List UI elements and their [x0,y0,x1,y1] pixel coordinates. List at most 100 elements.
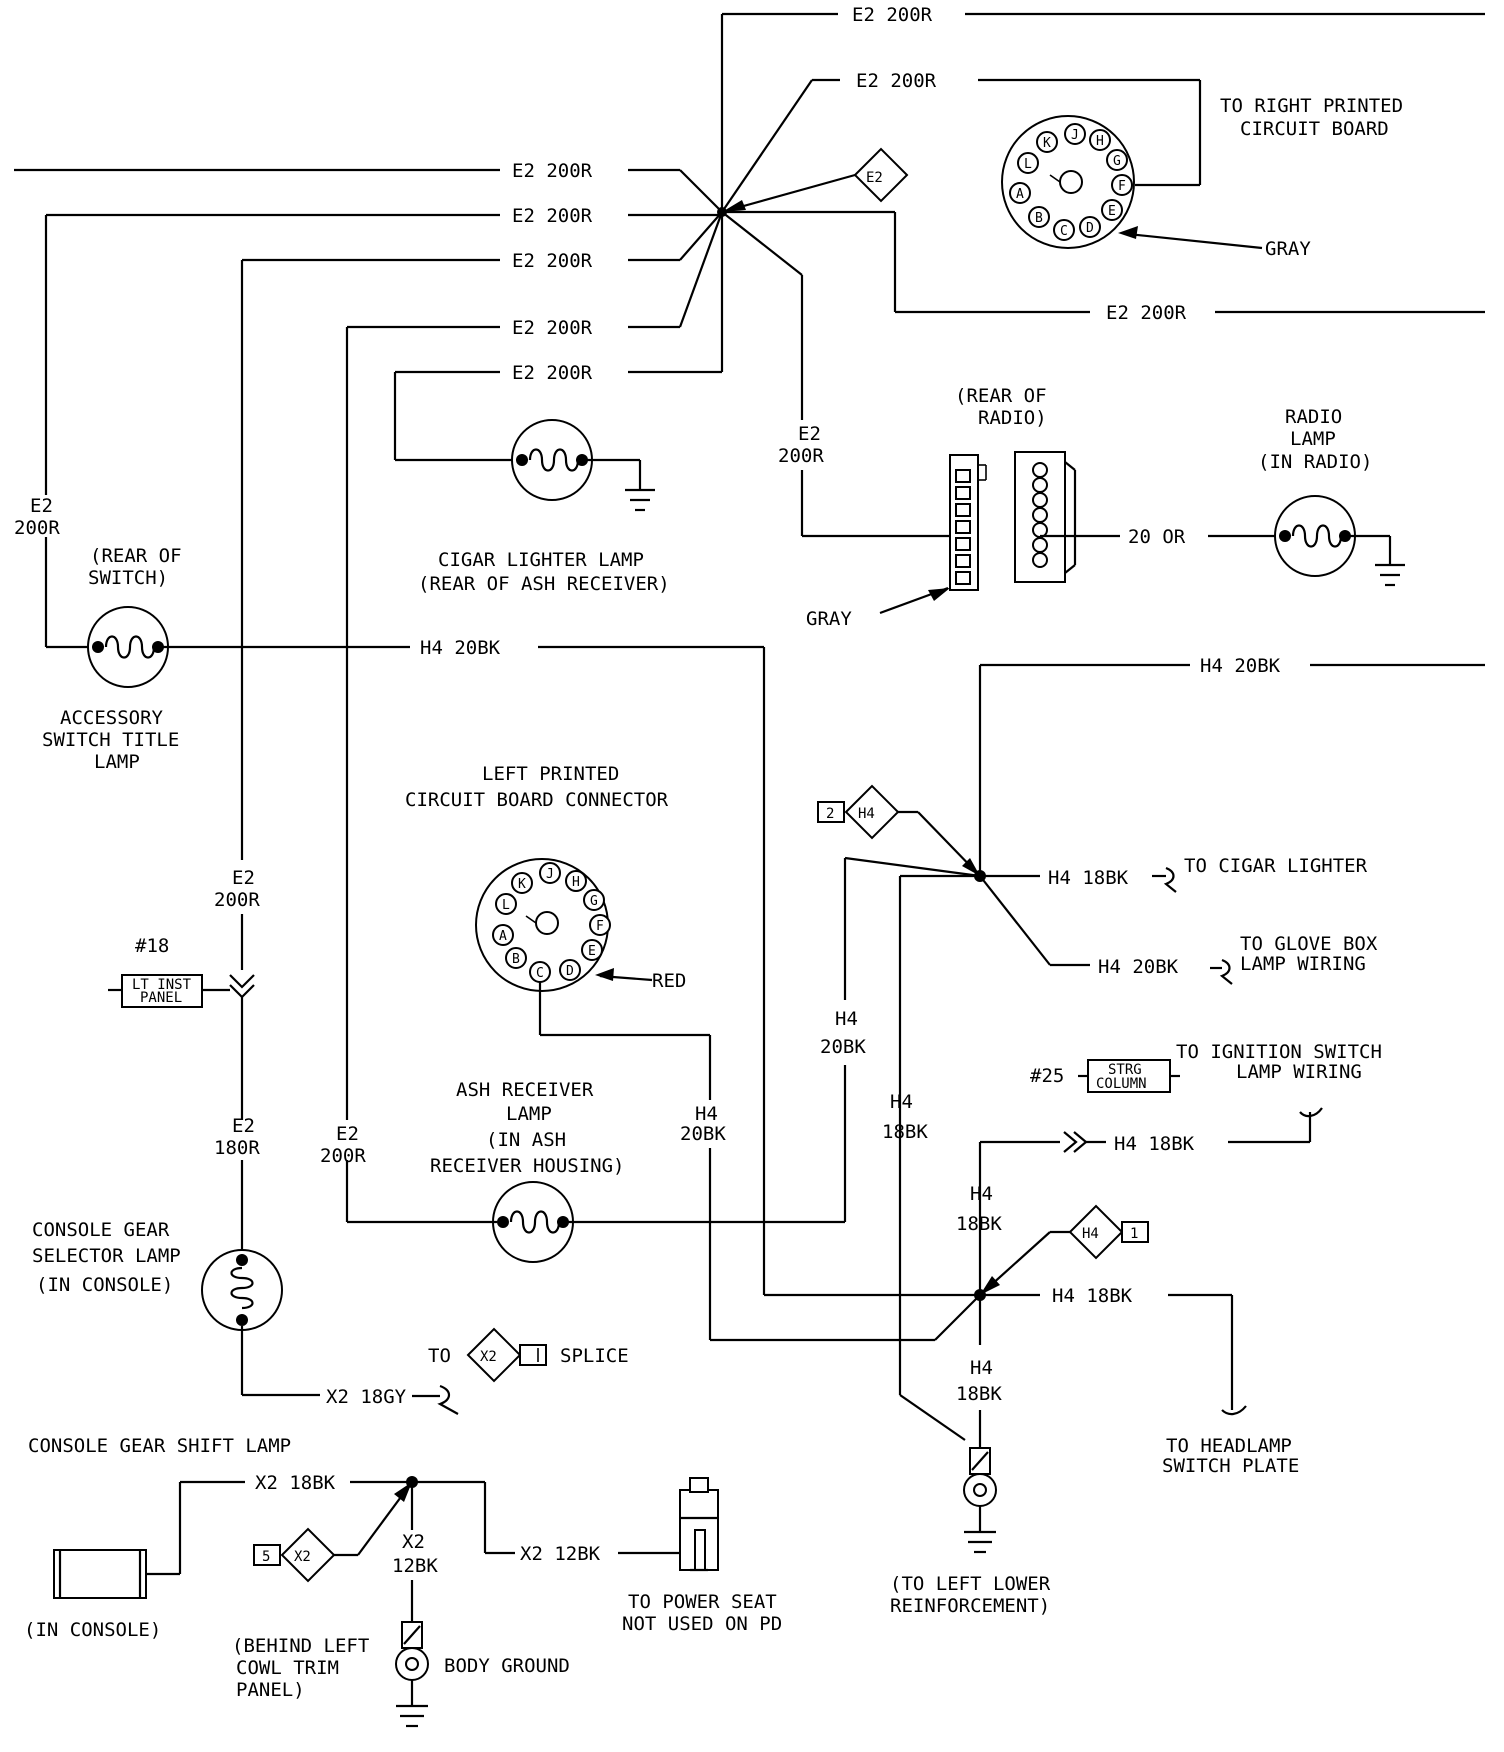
wire-label-e2-200r: E2 200R [512,362,593,384]
pin-label: J [1071,128,1079,143]
rear-of-radio-connector: (REAR OF RADIO) GRA [806,385,1275,630]
h4-network: H4 20BK 2 H4 H4 18BK TO CIGAR LIGHTER H4… [764,655,1485,1617]
wire-label-200r: 200R [778,445,824,467]
lt-inst-panel-line2: PANEL [140,990,182,1006]
pin-label: J [546,867,554,882]
wire-label-e2-200r: E2 200R [1106,302,1187,324]
splice-word-text: SPLICE [560,1345,629,1367]
right-pcb-gray-label: GRAY [1265,238,1311,260]
wire-label-18bk: 18BK [956,1383,1002,1405]
wire-label-h4: H4 [695,1103,718,1125]
dest-left-lower-line2: REINFORCEMENT) [890,1595,1050,1617]
pin-label: E [588,944,596,959]
left-pcb-label-line1: LEFT PRINTED [482,763,619,785]
radio-lamp: RADIO LAMP (IN RADIO) [1258,406,1405,587]
ash-lamp-label-line3: (IN ASH [486,1129,566,1151]
splice-tag-h4-text: H4 [1082,1226,1099,1242]
e2-wire-labels: E2 200R E2 200R E2 200R E2 200R E2 200R … [14,4,1187,539]
dest-glove-box-line2: LAMP WIRING [1240,953,1366,975]
pin-label: F [1118,179,1126,194]
cigar-lighter-lamp: CIGAR LIGHTER LAMP (REAR OF ASH RECEIVER… [418,419,670,595]
pin-label: K [1043,136,1051,151]
splice-tag-x2-text: X2 [294,1549,311,1565]
pin-label: C [1060,224,1068,239]
right-pcb-label-line2: CIRCUIT BOARD [1240,118,1389,140]
wire-label-20bk: 20BK [680,1123,726,1145]
splice-tag-e2-text: E2 [866,170,883,186]
pin-label: L [1024,157,1032,172]
body-ground-label: BODY GROUND [444,1655,570,1677]
splice-tag-h4-text: H4 [858,806,875,822]
cigar-lamp-label-line2: (REAR OF ASH RECEIVER) [418,573,670,595]
wire-label-h4: H4 [835,1008,858,1030]
accessory-loc-line1: (REAR OF [90,545,182,567]
radio-lamp-label-line1: RADIO [1285,406,1342,428]
ash-receiver-lamp: ASH RECEIVER LAMP (IN ASH RECEIVER HOUSI… [320,856,981,1263]
radio-gray-label: GRAY [806,608,852,630]
x2-splice-reference: TO X2 SPLICE [428,1327,629,1383]
splice-tag-x2-text: X2 [480,1349,497,1365]
left-pcb-connector: LEFT PRINTED CIRCUIT BOARD CONNECTOR A B… [405,763,981,1342]
pin-label: G [1113,154,1121,169]
in-console-label: (IN CONSOLE) [24,1619,161,1641]
splice-tag-number-2: 2 [826,806,834,822]
radio-lamp-label-line3: (IN RADIO) [1258,451,1372,473]
wire-label-180r: 180R [214,1137,260,1159]
pin-label: K [518,877,526,892]
right-pcb-pins: A B C D E F G H J K L [1009,123,1133,241]
dest-headlamp-line2: SWITCH PLATE [1162,1455,1299,1477]
right-pcb-label-line1: TO RIGHT PRINTED [1220,95,1403,117]
splice-tag-number-5: 5 [262,1549,270,1565]
accessory-label-line1: ACCESSORY [60,707,164,729]
dest-ignition-line2: LAMP WIRING [1236,1061,1362,1083]
wire-label-200r: 200R [14,517,60,539]
wire-label-20bk: 20BK [820,1036,866,1058]
wire-label-h4-20bk: H4 20BK [1098,956,1179,978]
behind-cowl-line2: COWL TRIM [236,1657,339,1679]
left-pcb-red-label: RED [652,970,686,992]
wire-label-200r: 200R [214,889,260,911]
lt-inst-panel-line1: LT INST [132,977,192,993]
splice-to-text: TO [428,1345,451,1367]
wire-label-e2-200r: E2 200R [512,205,593,227]
behind-cowl-line1: (BEHIND LEFT [232,1635,369,1657]
left-pcb-label-line2: CIRCUIT BOARD CONNECTOR [405,789,669,811]
wire-label-e2-200r: E2 200R [512,250,593,272]
pin-label: D [566,964,574,979]
pin-label: A [1016,187,1024,202]
strg-column-ref: #25 [1030,1065,1064,1087]
wire-label-12bk: 12BK [392,1555,438,1577]
wire-label-e2: E2 [336,1123,359,1145]
lt-inst-panel-ref: #18 [135,935,169,957]
wire-label-e2: E2 [232,867,255,889]
cigar-lamp-label-line1: CIGAR LIGHTER LAMP [438,549,644,571]
wire-label-e2-200r: E2 200R [852,4,933,26]
pin-label: D [1086,221,1094,236]
pin-label: B [1035,211,1043,226]
wire-label-h4: H4 [890,1091,913,1113]
wire-label-h4: H4 [970,1357,993,1379]
pin-label: L [502,898,510,913]
rear-radio-label-line2: RADIO) [978,407,1047,429]
wire-label-x2-12bk: X2 12BK [520,1543,601,1565]
e2-splice-tag: E2 [853,147,909,203]
wire-label-h4-18bk: H4 18BK [1048,867,1129,889]
wire-label-e2-200r: E2 200R [512,160,593,182]
console-gear-label-line2: SELECTOR LAMP [32,1245,181,1267]
accessory-loc-line2: SWITCH) [88,567,168,589]
console-gear-shift-lamp: CONSOLE GEAR SHIFT LAMP (IN CONSOLE) X2 … [24,1435,782,1728]
pin-label: B [512,952,520,967]
pin-label: H [1096,134,1104,149]
wire-label-18bk: 18BK [882,1121,928,1143]
wire-label-x2-18bk: X2 18BK [255,1472,336,1494]
wire-label-h4-20bk: H4 20BK [1200,655,1281,677]
wire-label-e2: E2 [798,423,821,445]
pin-label: G [590,894,598,909]
ash-lamp-label-line2: LAMP [506,1103,552,1125]
pin-label: A [499,929,507,944]
wire-label-e2: E2 [30,495,53,517]
accessory-switch-lamp: (REAR OF SWITCH) H4 20BK ACCESSORY SWITC… [42,545,766,1295]
wire-label-x2: X2 [402,1531,425,1553]
wire-label-h4-20bk: H4 20BK [420,637,501,659]
strg-column-line2: COLUMN [1096,1076,1147,1092]
